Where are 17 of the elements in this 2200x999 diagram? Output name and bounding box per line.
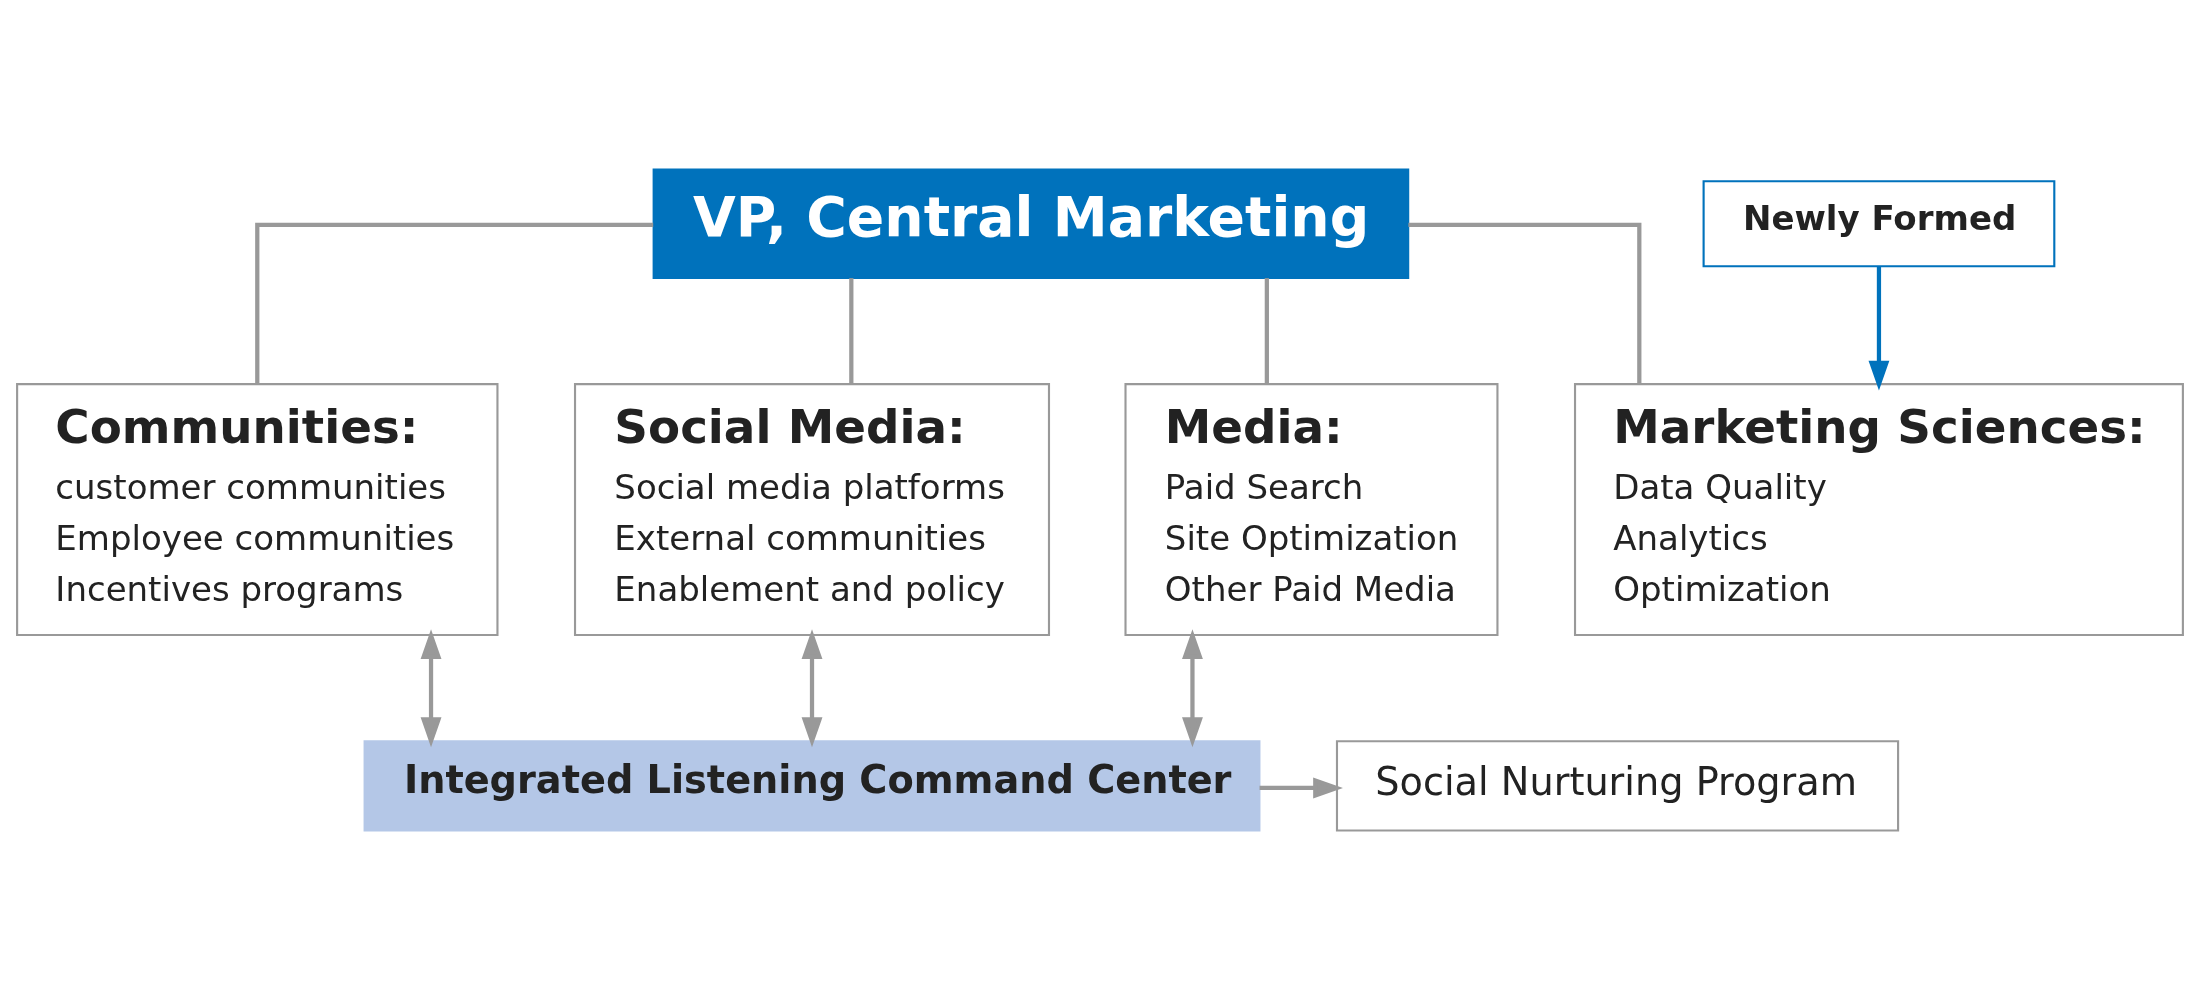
arrow (801, 628, 823, 747)
node-box: Media: Paid Search Site Optimization Other Paid Media (1124, 382, 1499, 636)
node-box: VP, Central Marketing (652, 167, 1410, 279)
connector (1408, 222, 1642, 384)
arrow (1868, 266, 1890, 391)
arrow (420, 628, 442, 747)
connector (255, 222, 654, 384)
arrow (1182, 628, 1203, 747)
node-box: Marketing Sciences: Data Quality Analytics Optimization (1573, 382, 2184, 636)
connector (849, 277, 854, 384)
arrow (1259, 777, 1343, 798)
connector (1264, 277, 1269, 384)
node-box: Communities: customer communities Employee communities Incentives programs (16, 382, 499, 636)
node-box: Social Nurturing Program (1335, 739, 1900, 832)
node-box: Social Media: Social media platforms External communities Enablement and policy (573, 382, 1051, 636)
node-box: Newly Formed (1702, 179, 2056, 267)
node-box: Integrated Listening Command Center (363, 739, 1261, 832)
